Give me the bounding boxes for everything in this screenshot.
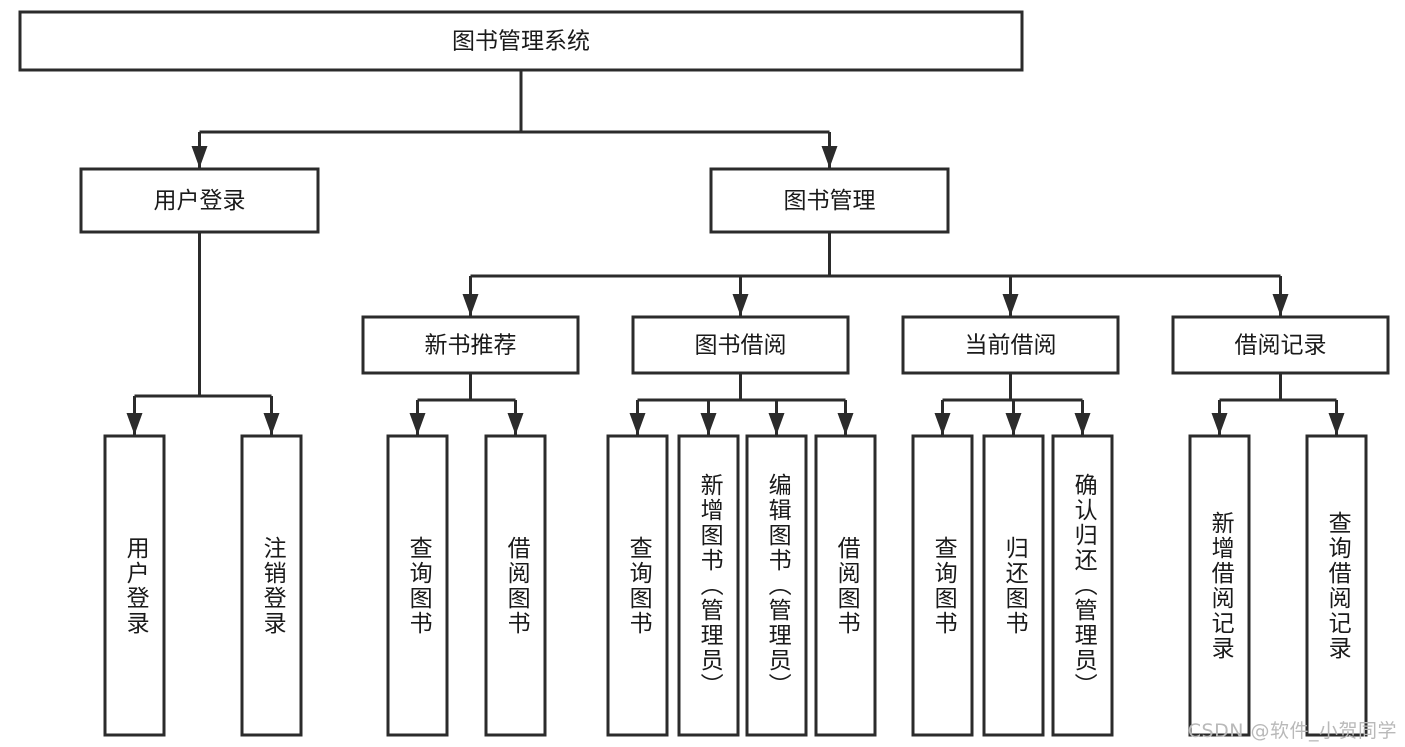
node-label-book-borrow: 图书借阅 — [695, 333, 787, 359]
node-leaf-user-login[interactable] — [103, 434, 166, 737]
node-leaf-query-book-3[interactable] — [911, 434, 974, 737]
node-label-current-borrow: 当前借阅 — [965, 333, 1057, 359]
current-borrow-arrow-0 — [934, 413, 951, 435]
node-leaf-query-book-1[interactable] — [386, 434, 449, 737]
book-borrow-arrow-2 — [768, 413, 785, 435]
node-leaf-borrow-book-1[interactable] — [484, 434, 547, 737]
node-borrow-record[interactable] — [1171, 315, 1390, 375]
node-label-new-book-recommend: 新书推荐 — [425, 333, 517, 359]
current-borrow-arrow-1 — [1005, 413, 1022, 435]
node-book-borrow[interactable] — [631, 315, 850, 375]
node-leaf-return-book[interactable] — [982, 434, 1045, 737]
node-new-book-recommend[interactable] — [361, 315, 580, 375]
book-manage-arrow-2 — [1002, 294, 1019, 316]
node-label-root: 图书管理系统 — [452, 29, 590, 55]
connectors-layer — [126, 70, 1345, 435]
node-leaf-add-record[interactable] — [1188, 434, 1251, 737]
node-leaf-query-book-2[interactable] — [606, 434, 669, 737]
node-leaf-edit-book[interactable] — [745, 434, 808, 737]
borrow-record-arrow-0 — [1211, 413, 1228, 435]
node-leaf-borrow-book-2[interactable] — [814, 434, 877, 737]
node-book-manage[interactable] — [709, 167, 950, 234]
node-label-borrow-record: 借阅记录 — [1235, 333, 1327, 359]
book-borrow-arrow-1 — [700, 413, 717, 435]
node-current-borrow[interactable] — [901, 315, 1120, 375]
csdn-watermark: CSDN @软件_小贺同学 — [1187, 720, 1397, 742]
root-arrow-1 — [821, 146, 838, 168]
book-borrow-arrow-3 — [837, 413, 854, 435]
node-root-system[interactable] — [18, 10, 1024, 72]
book-manage-arrow-1 — [732, 294, 749, 316]
book-borrow-arrow-0 — [629, 413, 646, 435]
root-arrow-0 — [191, 146, 208, 168]
node-user-login[interactable] — [79, 167, 320, 234]
new-book-recommend-arrow-1 — [507, 413, 524, 435]
node-leaf-add-book[interactable] — [677, 434, 740, 737]
user-login-arrow-0 — [126, 413, 143, 435]
borrow-record-arrow-1 — [1328, 413, 1345, 435]
node-leaf-confirm-return[interactable] — [1051, 434, 1114, 737]
current-borrow-arrow-2 — [1074, 413, 1091, 435]
boxes-layer — [18, 10, 1390, 737]
new-book-recommend-arrow-0 — [409, 413, 426, 435]
node-label-book-manage: 图书管理 — [784, 188, 876, 214]
node-label-user-login: 用户登录 — [154, 188, 246, 214]
book-manage-arrow-3 — [1272, 294, 1289, 316]
book-manage-arrow-0 — [462, 294, 479, 316]
node-leaf-user-logout[interactable] — [240, 434, 303, 737]
node-leaf-query-record[interactable] — [1305, 434, 1368, 737]
user-login-arrow-1 — [263, 413, 280, 435]
